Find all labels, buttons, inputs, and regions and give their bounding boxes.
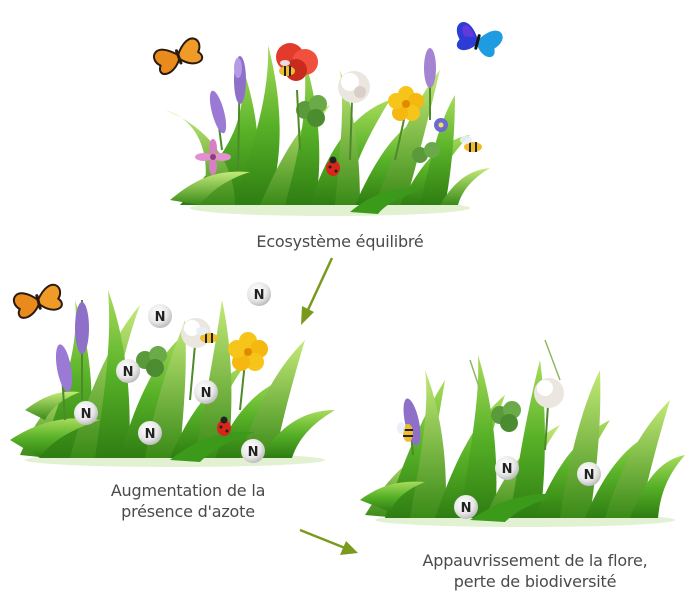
nitrogen-label: N bbox=[81, 407, 92, 422]
nitrogen-label: N bbox=[123, 365, 134, 380]
nitrogen-badge: N bbox=[148, 304, 172, 328]
nitrogen-label: N bbox=[248, 445, 259, 460]
nitrogen-label: N bbox=[461, 501, 472, 516]
nitrogen-badge: N bbox=[74, 401, 98, 425]
caption-nitrogen-line2: présence d'azote bbox=[78, 501, 298, 522]
caption-balanced-text: Ecosystème équilibré bbox=[256, 232, 423, 251]
nitrogen-badge: N bbox=[138, 421, 162, 445]
nitrogen-badge: N bbox=[247, 282, 271, 306]
nitrogen-badge: N bbox=[194, 380, 218, 404]
caption-impoverished-line1: Appauvrissement de la flore, bbox=[390, 550, 680, 571]
nitrogen-label: N bbox=[145, 427, 156, 442]
nitrogen-badge: N bbox=[495, 456, 519, 480]
caption-nitrogen-line1: Augmentation de la bbox=[78, 480, 298, 501]
nitrogen-badge: N bbox=[454, 495, 478, 519]
nitrogen-badge: N bbox=[241, 439, 265, 463]
nitrogen-label: N bbox=[584, 468, 595, 483]
nitrogen-badge: N bbox=[577, 462, 601, 486]
nitrogen-label: N bbox=[254, 288, 265, 303]
caption-balanced: Ecosystème équilibré bbox=[220, 231, 460, 252]
nitrogen-label: N bbox=[201, 386, 212, 401]
nitrogen-badge: N bbox=[116, 359, 140, 383]
caption-nitrogen: Augmentation de la présence d'azote bbox=[78, 480, 298, 522]
caption-impoverished-line2: perte de biodiversité bbox=[390, 571, 680, 592]
nitrogen-label: N bbox=[502, 462, 513, 477]
caption-impoverished: Appauvrissement de la flore, perte de bi… bbox=[390, 550, 680, 592]
nitrogen-label: N bbox=[155, 310, 166, 325]
